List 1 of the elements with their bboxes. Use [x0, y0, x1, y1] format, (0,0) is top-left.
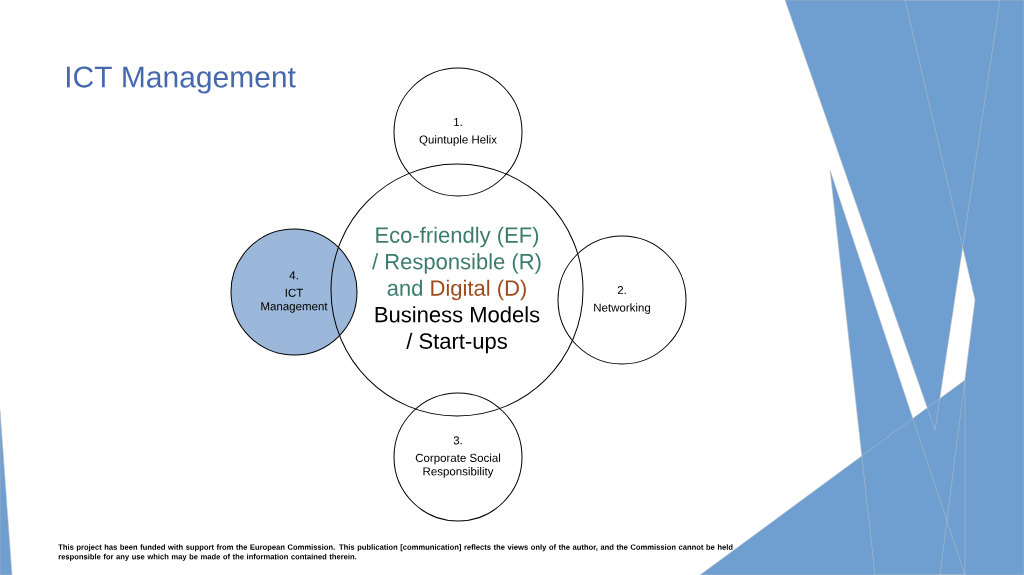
title: ICT Management	[67, 66, 296, 94]
